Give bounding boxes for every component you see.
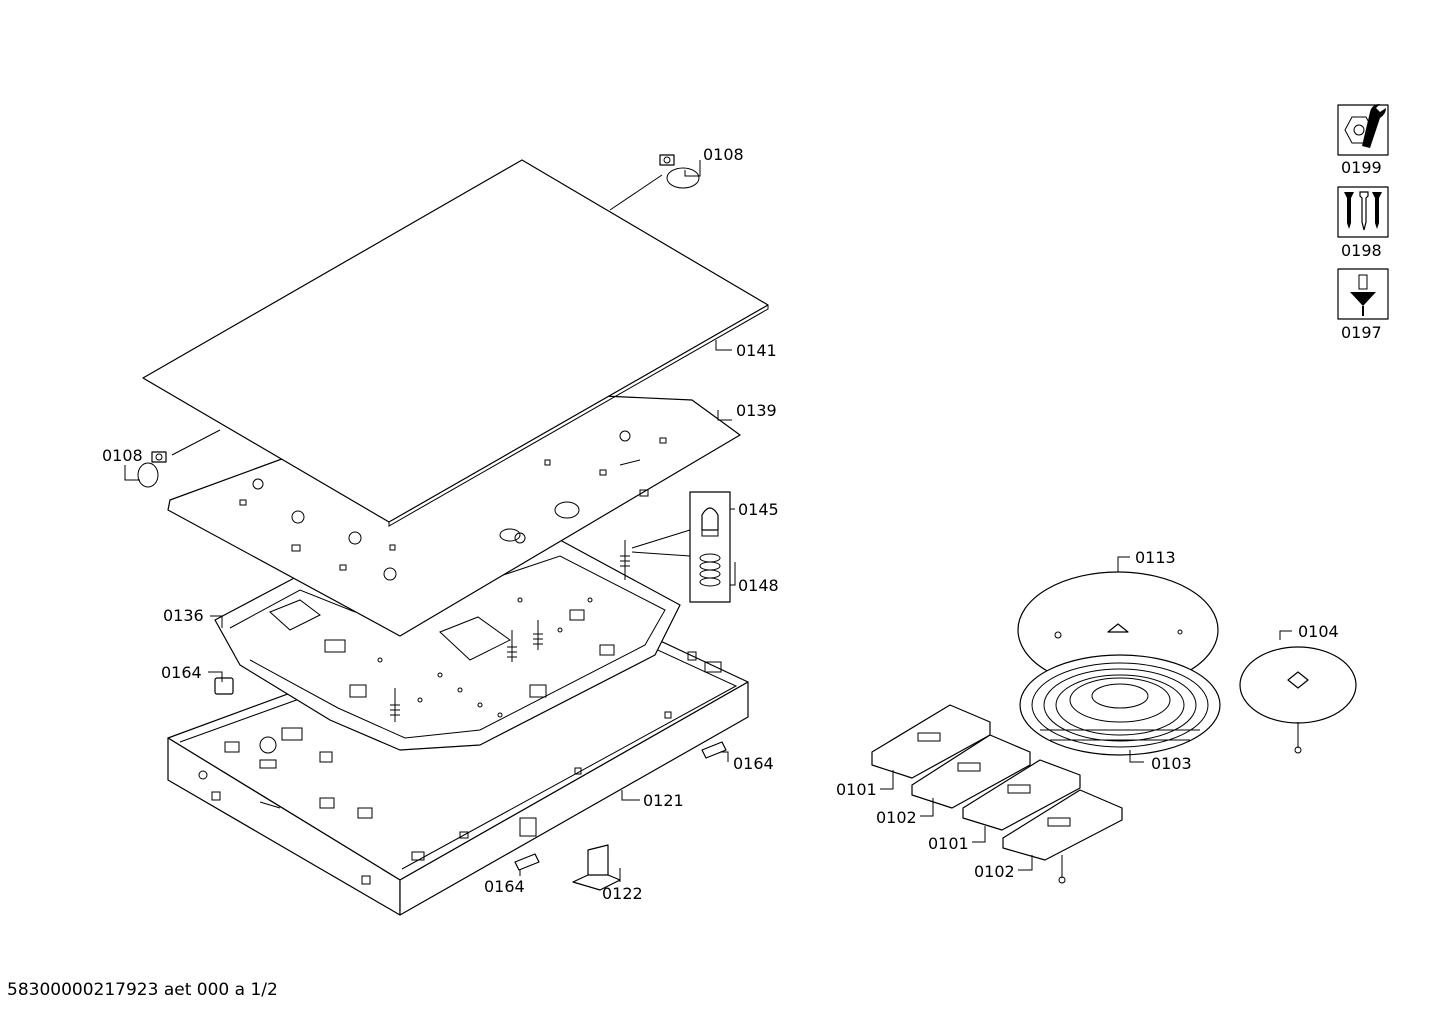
oval-coil-4 [1002, 789, 1123, 884]
leader-lines [124, 160, 1292, 882]
tool-code-0199: 0199 [1341, 158, 1382, 177]
callout-0164-bottom: 0164 [484, 877, 525, 896]
oval-coil-3 [962, 759, 1081, 831]
callout-0121: 0121 [643, 791, 684, 810]
clip-0164-bottom [514, 853, 540, 871]
callout-0101-b: 0101 [928, 834, 969, 853]
callout-0104: 0104 [1298, 622, 1339, 641]
callout-0103: 0103 [1151, 754, 1192, 773]
tool-code-0197: 0197 [1341, 323, 1382, 342]
callout-0164-right: 0164 [733, 754, 774, 773]
callout-0113: 0113 [1135, 548, 1176, 567]
callout-0101-a: 0101 [836, 780, 877, 799]
tool-icon-0198 [1337, 186, 1389, 238]
clip-0164-right [701, 741, 727, 759]
wrench-nut-icon [1362, 104, 1386, 148]
callout-0145: 0145 [738, 500, 779, 519]
callout-labels: 0108 0141 0139 0108 0145 0148 0136 0164 … [102, 145, 1339, 903]
cable-top [609, 154, 700, 211]
tool-icon-0199 [1337, 104, 1389, 156]
screws-icon [1344, 191, 1382, 231]
callout-0108-left: 0108 [102, 446, 143, 465]
callout-0139: 0139 [736, 401, 777, 420]
oval-coil-2 [911, 734, 1031, 809]
callout-0141: 0141 [736, 341, 777, 360]
small-coil [1239, 646, 1357, 754]
tool-icon-0197 [1337, 268, 1389, 320]
document-id: 58300000217923 aet 000 a 1/2 [7, 980, 278, 1000]
callout-0122: 0122 [602, 884, 643, 903]
bracket-0122 [572, 844, 621, 891]
callout-0148: 0148 [738, 576, 779, 595]
callout-0164-left: 0164 [161, 663, 202, 682]
callout-0102-b: 0102 [974, 862, 1015, 881]
tool-code-0198: 0198 [1341, 241, 1382, 260]
induction-coil [1019, 654, 1221, 756]
cable-left [137, 429, 221, 488]
callout-0102-a: 0102 [876, 808, 917, 827]
callout-0108-top: 0108 [703, 145, 744, 164]
callout-0136: 0136 [163, 606, 204, 625]
screwdriver-icon [1350, 274, 1376, 316]
inset-box [631, 491, 731, 603]
glass-top [142, 159, 769, 527]
springs [390, 540, 630, 722]
clip-0164-left [214, 677, 234, 695]
